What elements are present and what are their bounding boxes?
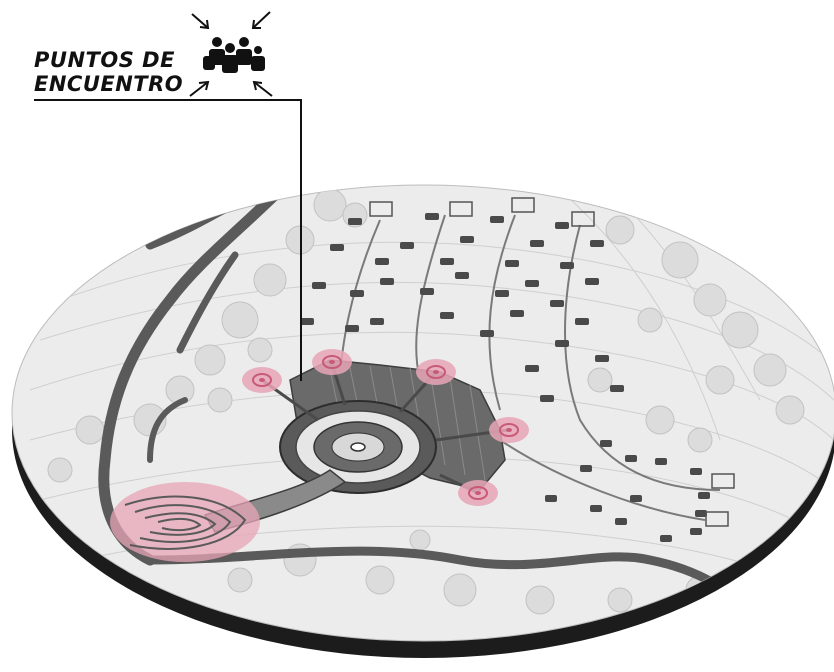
meeting-point-3 [416, 359, 456, 385]
lot-markers [300, 213, 710, 542]
labyrinth-highlight [110, 482, 260, 562]
meeting-point-1 [242, 367, 282, 393]
legend-label-line1: PUNTOS DE [34, 48, 175, 72]
meeting-point-2 [312, 349, 352, 375]
building-outlines [369, 197, 735, 527]
people-group [203, 37, 265, 73]
legend-label-line2: ENCUENTRO [34, 72, 184, 96]
meeting-points [242, 349, 529, 506]
tree-canopy [47, 188, 805, 615]
meeting-point-5 [458, 480, 498, 506]
legend-label: PUNTOS DE ENCUENTRO [34, 48, 183, 96]
converging-arrows [189, 11, 273, 97]
meeting-point-4 [489, 417, 529, 443]
legend-underline [34, 99, 302, 101]
people-meeting-icon [189, 11, 273, 97]
leader-line [300, 99, 302, 381]
labyrinth-garden [124, 495, 247, 550]
access-roads [339, 214, 721, 521]
hub-pivot [350, 442, 366, 452]
